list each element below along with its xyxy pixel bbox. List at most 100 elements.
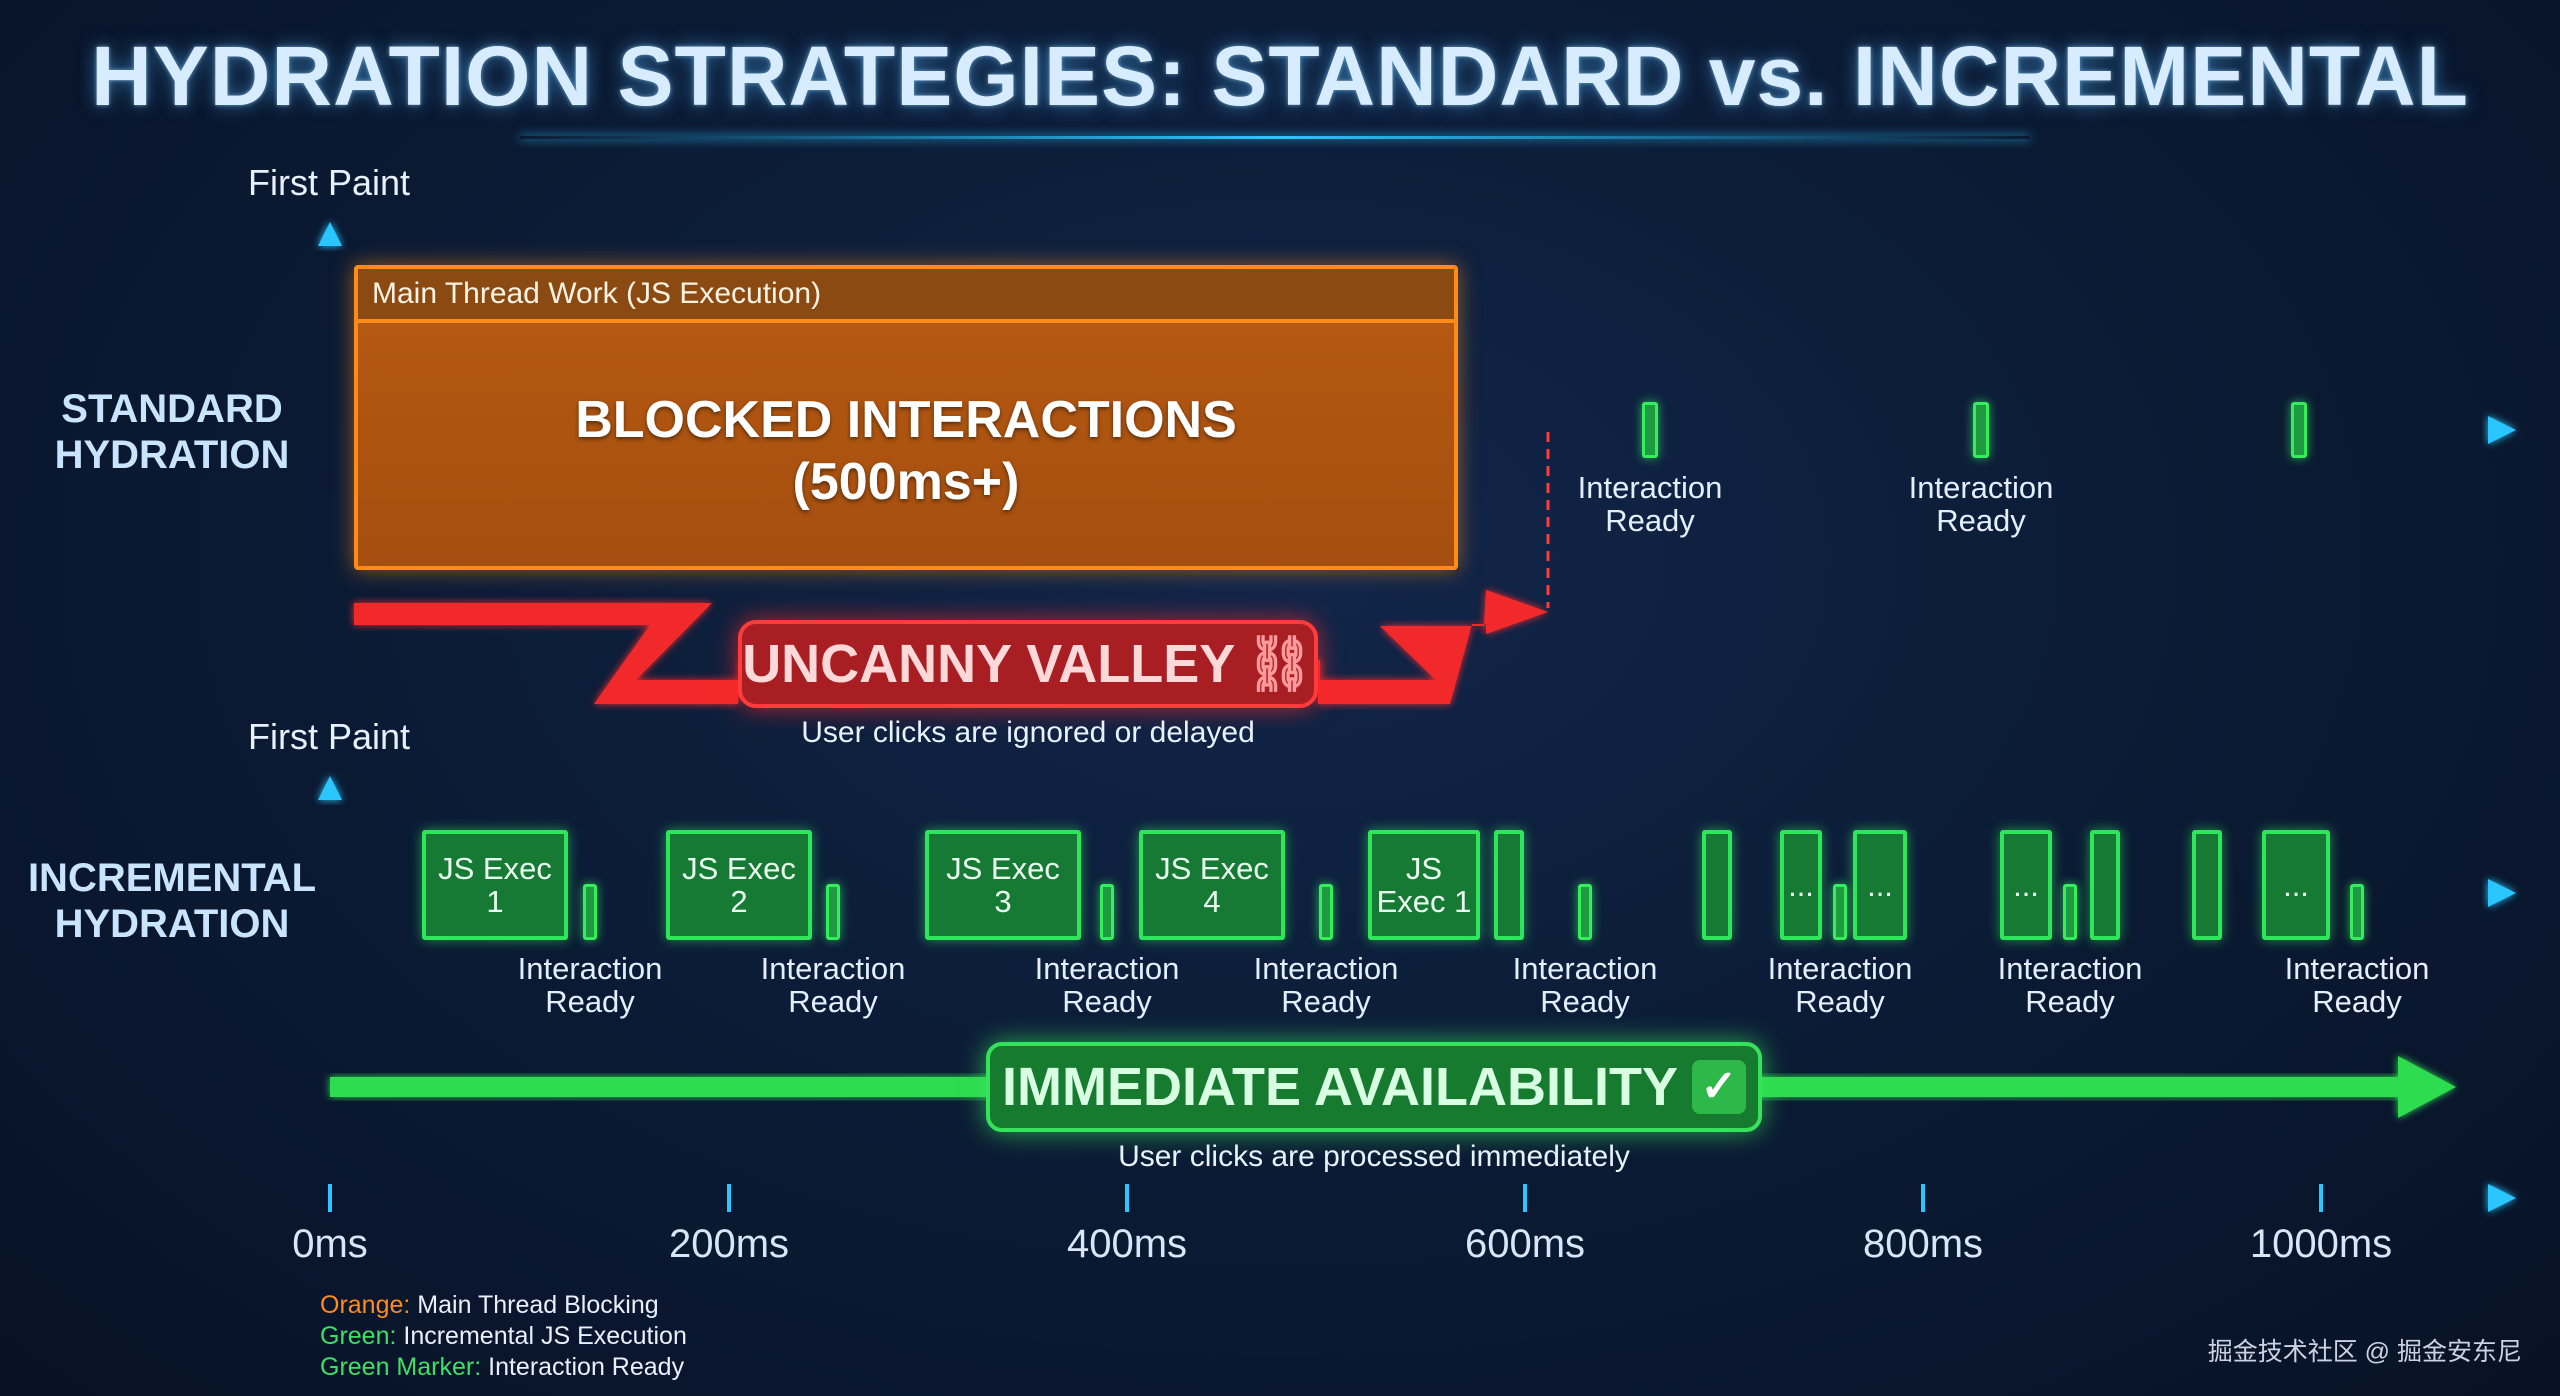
immediate-availability-label: IMMEDIATE AVAILABILITY [1002, 1057, 1678, 1117]
ready-line: Ready [1605, 503, 1695, 538]
incremental-hydration-label: INCREMENTAL HYDRATION [12, 855, 332, 947]
uncanny-valley-label: UNCANNY VALLEY [742, 634, 1236, 694]
js-exec-bar [2090, 830, 2120, 940]
time-tick-label: 800ms [1862, 1222, 1984, 1266]
js-exec-line: 3 [994, 884, 1012, 919]
ready-line: Interaction [760, 951, 906, 986]
standard-hydration-label: STANDARD HYDRATION [12, 386, 332, 478]
interaction-ready-marker [1833, 884, 1847, 940]
ready-line: Interaction [1577, 470, 1723, 505]
check-icon: ✓ [1691, 1060, 1746, 1114]
legend-text: Main Thread Blocking [410, 1291, 659, 1319]
legend-key: Orange: [320, 1291, 411, 1319]
ready-line: Ready [2025, 984, 2115, 1019]
interaction-ready-marker [2291, 402, 2307, 458]
interaction-ready-marker [2063, 884, 2077, 940]
js-exec-bar [2192, 830, 2222, 940]
legend-text: Interaction Ready [481, 1353, 685, 1381]
js-exec-ellipsis-box: ... [2000, 830, 2052, 940]
ready-line: Interaction [1767, 951, 1913, 986]
js-exec-line: JS [1405, 851, 1443, 886]
js-exec-line: JS Exec [946, 851, 1060, 886]
interaction-ready-marker [1578, 884, 1592, 940]
uncanny-valley-caption: User clicks are ignored or delayed [801, 716, 1255, 749]
ready-line: Ready [788, 984, 878, 1019]
js-exec-line: JS Exec [682, 851, 796, 886]
standard-timeline-arrowhead [2488, 416, 2516, 444]
js-exec-line: 4 [1203, 884, 1221, 919]
ready-line: Interaction [1908, 470, 2054, 505]
js-exec-ellipsis-box: ... [1853, 830, 1907, 940]
ready-line: Ready [1936, 503, 2026, 538]
js-exec-bar [1702, 830, 1732, 940]
title-underline [520, 136, 2030, 139]
label-line: STANDARD [61, 387, 283, 431]
js-exec-line: JS Exec [438, 851, 552, 886]
main-thread-work-box: Main Thread Work (JS Execution) BLOCKED … [354, 265, 1458, 570]
standard-first-paint-label: First Paint [248, 162, 411, 203]
legend-key: Green Marker: [320, 1353, 482, 1381]
legend-item: Orange: Main Thread Blocking [320, 1290, 687, 1321]
interaction-ready-marker [2350, 884, 2364, 940]
time-tick-label: 400ms [1066, 1222, 1188, 1266]
legend-item: Green Marker: Interaction Ready [320, 1352, 687, 1383]
interaction-ready-marker [583, 884, 597, 940]
js-exec-bar [1494, 830, 1524, 940]
uncanny-valley-badge: UNCANNY VALLEY⛓ [738, 620, 1318, 708]
time-tick-label: 0ms [292, 1222, 368, 1266]
broken-link-icon: ⛓ [1245, 634, 1314, 694]
interaction-ready-marker [1973, 402, 1989, 458]
standard-vertical-arrowhead [318, 222, 342, 246]
legend-item: Green: Incremental JS Execution [320, 1321, 687, 1352]
js-exec-line: 1 [486, 884, 504, 919]
interaction-ready-marker [1319, 884, 1333, 940]
time-tick-label: 200ms [668, 1222, 790, 1266]
time-tick-label: 1000ms [2249, 1222, 2393, 1266]
main-thread-work-header: Main Thread Work (JS Execution) [358, 269, 1454, 323]
time-axis-arrowhead [2488, 1184, 2516, 1212]
ready-line: Ready [545, 984, 635, 1019]
blocked-line: BLOCKED INTERACTIONS [575, 391, 1237, 449]
page-title: HYDRATION STRATEGIES: STANDARD vs. INCRE… [91, 29, 2469, 123]
ready-line: Ready [1281, 984, 1371, 1019]
legend-text: Incremental JS Execution [396, 1322, 687, 1350]
ready-line: Interaction [1253, 951, 1399, 986]
js-exec-line: JS Exec [1155, 851, 1269, 886]
interaction-ready-marker [1642, 402, 1658, 458]
ready-line: Ready [2312, 984, 2402, 1019]
interaction-ready-marker [826, 884, 840, 940]
js-exec-line: 2 [730, 884, 748, 919]
ready-line: Interaction [1997, 951, 2143, 986]
incremental-timeline-arrowhead [2488, 879, 2516, 907]
ready-line: Interaction [517, 951, 663, 986]
immediate-availability-badge: IMMEDIATE AVAILABILITY✓ [986, 1042, 1762, 1132]
ready-line: Interaction [1512, 951, 1658, 986]
interaction-ready-label: Interaction Ready [1550, 471, 1750, 537]
watermark: 掘金技术社区 @ 掘金安东尼 [2207, 1338, 2522, 1366]
label-line: INCREMENTAL [27, 856, 317, 900]
availability-arrowhead [2398, 1056, 2456, 1118]
immediate-availability-caption: User clicks are processed immediately [1118, 1140, 1630, 1173]
incremental-vertical-arrowhead [318, 776, 342, 800]
interaction-ready-label: Interaction Ready [1881, 471, 2081, 537]
incremental-first-paint-label: First Paint [248, 716, 411, 757]
blocked-interactions-text: BLOCKED INTERACTIONS (500ms+) [358, 389, 1454, 513]
blocked-line: (500ms+) [792, 453, 1020, 511]
label-line: HYDRATION [54, 433, 290, 477]
js-exec-ellipsis-box: ... [1780, 830, 1822, 940]
legend: Orange: Main Thread Blocking Green: Incr… [320, 1290, 687, 1383]
ready-line: Interaction [1034, 951, 1180, 986]
label-line: HYDRATION [54, 902, 290, 946]
